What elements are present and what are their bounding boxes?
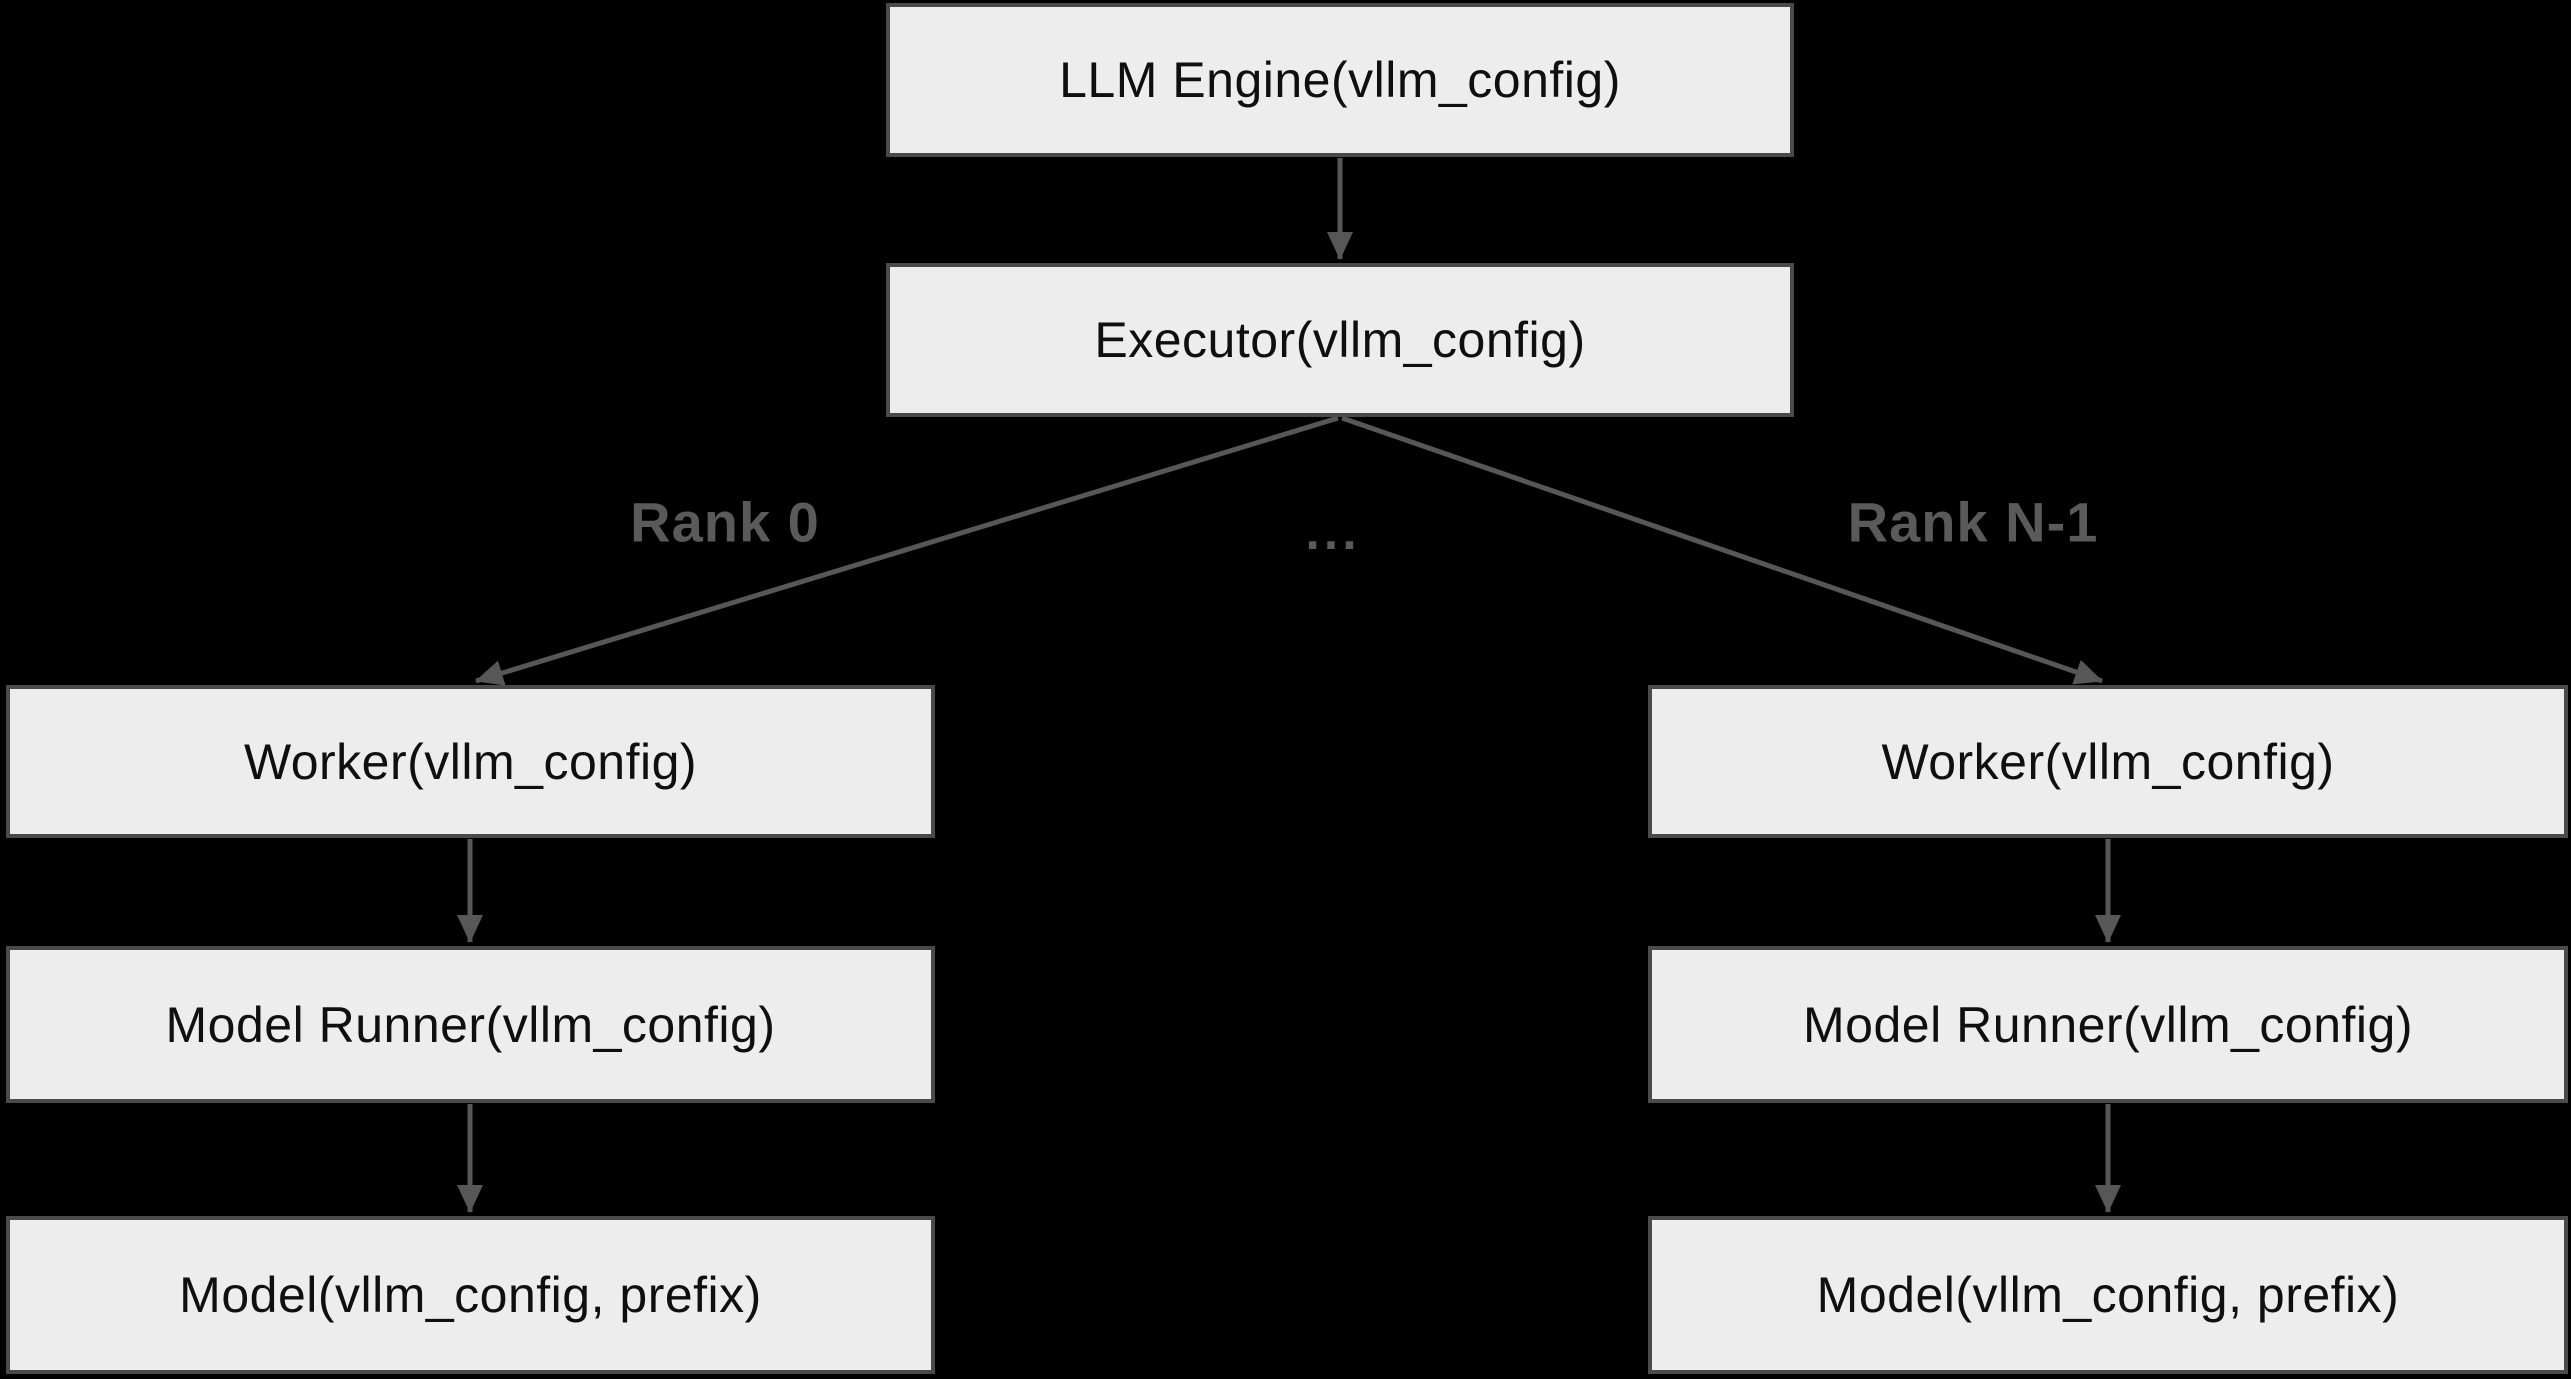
edge-executor-to-worker-left-arrow	[475, 415, 1339, 686]
node-model-rankn1-label: Model(vllm_config, prefix)	[1816, 1267, 2400, 1323]
node-model-rank0: Model(vllm_config, prefix)	[6, 1216, 935, 1374]
edge-label-rank-0: Rank 0	[630, 490, 820, 554]
node-llm-engine-label: LLM Engine(vllm_config)	[1059, 52, 1621, 108]
node-worker-rankn1: Worker(vllm_config)	[1648, 685, 2568, 838]
node-llm-engine: LLM Engine(vllm_config)	[886, 3, 1794, 157]
node-model-rankn1: Model(vllm_config, prefix)	[1648, 1216, 2568, 1374]
node-executor: Executor(vllm_config)	[886, 263, 1794, 417]
edge-label-ellipsis: ...	[1305, 503, 1361, 561]
node-worker-rank0-label: Worker(vllm_config)	[243, 733, 698, 790]
node-model-runner-rank0: Model Runner(vllm_config)	[6, 946, 935, 1103]
node-executor-label: Executor(vllm_config)	[1094, 312, 1586, 368]
node-model-runner-rankn1-label: Model Runner(vllm_config)	[1803, 996, 2413, 1053]
edge-label-rank-n-1: Rank N-1	[1847, 490, 2099, 554]
node-model-runner-rank0-label: Model Runner(vllm_config)	[165, 996, 776, 1053]
node-model-rank0-label: Model(vllm_config, prefix)	[179, 1267, 762, 1323]
node-worker-rank0: Worker(vllm_config)	[6, 685, 935, 838]
node-model-runner-rankn1: Model Runner(vllm_config)	[1648, 946, 2568, 1103]
node-worker-rankn1-label: Worker(vllm_config)	[1881, 733, 2335, 790]
